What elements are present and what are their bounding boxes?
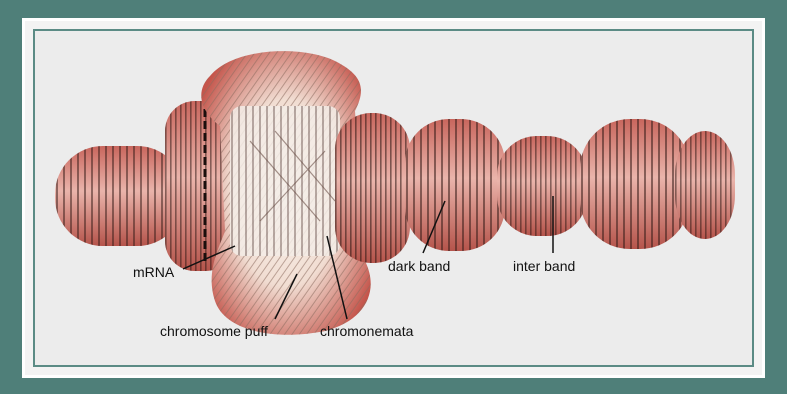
dark-band-label: dark band — [388, 258, 450, 274]
chromosome-puff-label: chromosome puff — [160, 323, 268, 339]
inter-band-label: inter band — [513, 258, 575, 274]
inner-frame: mRNA chromosome puff chromonemata dark b… — [22, 18, 765, 378]
figure-area: mRNA chromosome puff chromonemata dark b… — [33, 29, 754, 367]
chromosome-segment-dark-band — [405, 119, 505, 251]
chromosome-right-segment — [580, 119, 735, 249]
mrna-label: mRNA — [133, 264, 175, 280]
chromosome-middle-segment — [335, 113, 410, 263]
chromosome-diagram: mRNA chromosome puff chromonemata dark b… — [35, 31, 754, 367]
chromonemata-label: chromonemata — [320, 323, 414, 339]
chromosome-segment-inter-band — [497, 136, 587, 236]
